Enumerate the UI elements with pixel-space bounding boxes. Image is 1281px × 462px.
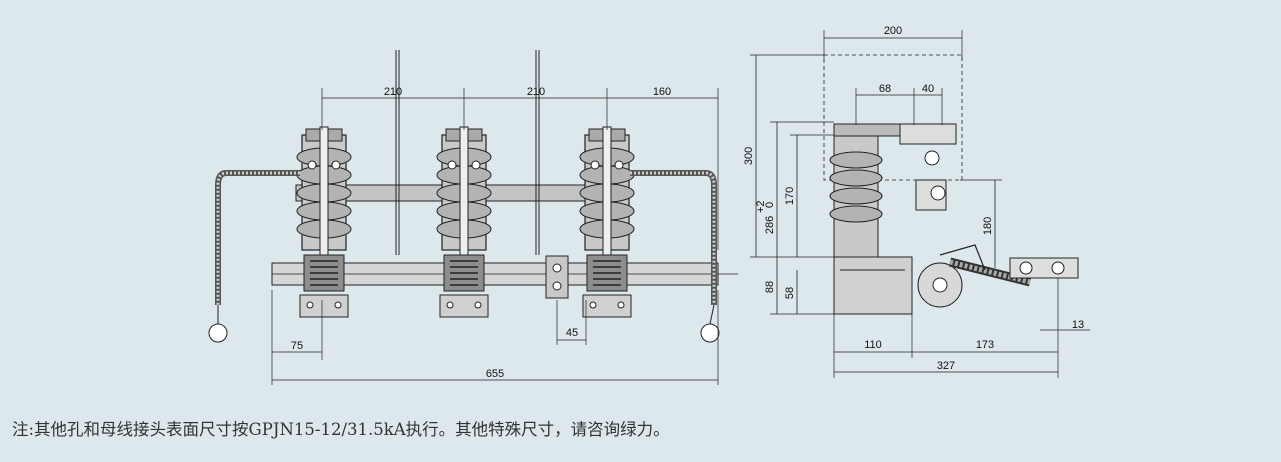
dim-depth: 200	[884, 25, 902, 37]
dim-height-180: 180	[982, 217, 994, 235]
dim-tolerance-zero: 0	[764, 202, 776, 208]
front-view	[208, 50, 738, 385]
dim-height-300: 300	[743, 147, 755, 165]
dim-pitch-2: 210	[527, 86, 545, 98]
dim-left-offset: 75	[291, 340, 303, 352]
side-view	[750, 30, 1090, 378]
contact-bracket	[899, 123, 957, 145]
dim-overall-327: 327	[937, 360, 955, 372]
dim-top-40: 40	[922, 83, 934, 95]
dim-right-offset: 160	[653, 86, 671, 98]
side-base	[833, 256, 913, 315]
dim-height-286: 286	[764, 216, 776, 234]
footnote: 注:其他孔和母线接头表面尺寸按GPJN15-12/31.5kA执行。其他特殊尺寸…	[12, 420, 670, 439]
dim-gap-13: 13	[1072, 319, 1084, 331]
insulator-middle	[436, 126, 492, 318]
dim-offset-110: 110	[864, 339, 882, 351]
dim-base-58: 58	[784, 287, 796, 299]
dim-tolerance: +2	[755, 200, 767, 213]
mounting-bracket	[545, 255, 569, 299]
dim-pitch-1: 210	[384, 86, 402, 98]
dim-height-170: 170	[784, 187, 796, 205]
dim-top-68: 68	[879, 83, 891, 95]
dim-base-88: 88	[764, 281, 776, 293]
insulator-right	[579, 126, 635, 318]
dim-overall-width: 655	[486, 368, 504, 380]
insulator-left	[296, 126, 352, 318]
dim-bracket-width: 45	[566, 327, 578, 339]
dim-offset-173: 173	[976, 339, 994, 351]
